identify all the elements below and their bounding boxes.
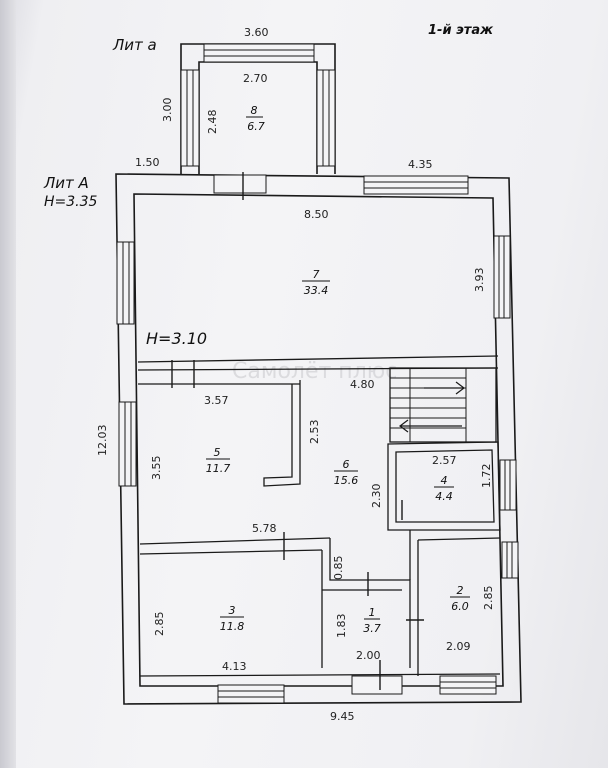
- annex-outer-wall: [180, 43, 336, 174]
- dim-3-93: 3.93: [473, 268, 486, 293]
- partition-3-1: [321, 538, 411, 668]
- partition-5-right: [263, 380, 301, 487]
- room-2-number: 2: [457, 584, 464, 597]
- room-label-5: 5 11.7: [206, 446, 231, 475]
- room-5-area: 11.7: [206, 462, 231, 475]
- height-outer-label: H=3.35: [44, 194, 98, 210]
- room-label-4: 4 4.4: [434, 474, 454, 503]
- room-8-area: 6.7: [247, 120, 265, 133]
- dim-2-85-right: 2.85: [482, 586, 495, 611]
- dim-2-30: 2.30: [370, 484, 383, 509]
- lit-a-small-label: Лит а: [112, 36, 157, 54]
- dim-1-83: 1.83: [335, 614, 348, 639]
- dim-3-60: 3.60: [244, 26, 269, 39]
- room-1-number: 1: [369, 606, 376, 619]
- dim-4-80: 4.80: [350, 378, 375, 391]
- room-label-2: 2 6.0: [450, 584, 470, 613]
- dim-1-72: 1.72: [480, 464, 493, 489]
- stair-arrow-icon: [399, 381, 465, 433]
- dim-3-57: 3.57: [204, 394, 229, 407]
- stair-block: [389, 367, 497, 443]
- stair-treads: [390, 368, 467, 442]
- dim-3-00: 3.00: [161, 98, 174, 123]
- room-5-number: 5: [214, 446, 221, 459]
- room-label-7: 7 33.4: [302, 268, 330, 297]
- door-marks: [171, 172, 424, 690]
- room-3-number: 3: [229, 604, 236, 617]
- room-4-area: 4.4: [435, 490, 453, 503]
- main-inner-wall: [133, 193, 504, 687]
- dim-8-50: 8.50: [304, 208, 329, 221]
- partition-1-2: [409, 530, 501, 676]
- dim-2-53: 2.53: [308, 420, 321, 445]
- room-label-3: 3 11.8: [220, 604, 245, 633]
- dim-2-70: 2.70: [243, 72, 268, 85]
- dim-2-85-left: 2.85: [153, 612, 166, 637]
- dim-4-13: 4.13: [222, 660, 247, 673]
- room-6-area: 15.6: [334, 474, 359, 487]
- dim-5-78: 5.78: [252, 522, 277, 535]
- room-3-area: 11.8: [220, 620, 245, 633]
- room-4-number: 4: [441, 474, 448, 487]
- room-4-walls: [387, 441, 501, 531]
- dim-2-09: 2.09: [446, 640, 471, 653]
- room-2-area: 6.0: [451, 600, 469, 613]
- room-1-area: 3.7: [363, 622, 381, 635]
- partition-7-bottom: [137, 355, 499, 363]
- floor-title: 1-й этаж: [428, 23, 494, 38]
- room-7-area: 33.4: [304, 284, 329, 297]
- room-7-number: 7: [313, 268, 320, 281]
- page-binding-edge: [0, 0, 16, 768]
- room-label-6: 6 15.6: [334, 458, 359, 487]
- windows: [116, 43, 519, 704]
- bottom-inner-wall: [139, 673, 501, 677]
- dim-0-85: 0.85: [332, 556, 345, 581]
- partition-5-3-inner: [139, 549, 323, 555]
- room-label-1: 1 3.7: [363, 606, 381, 635]
- lit-a-big-label: Лит А: [43, 174, 89, 192]
- dim-3-55: 3.55: [150, 456, 163, 481]
- room-8-number: 8: [251, 104, 258, 117]
- partition-5-3: [139, 537, 331, 545]
- dim-1-50: 1.50: [135, 156, 160, 169]
- room-6-number: 6: [343, 458, 350, 471]
- height-inner-label: H=3.10: [146, 329, 207, 348]
- watermark-text: Самолёт плюс: [232, 359, 397, 384]
- room-label-8: 8 6.7: [246, 104, 265, 133]
- dim-2-00: 2.00: [356, 649, 381, 662]
- dim-2-57: 2.57: [432, 454, 457, 467]
- dim-2-48: 2.48: [206, 110, 219, 135]
- dim-12-03: 12.03: [96, 425, 109, 457]
- dim-4-35: 4.35: [408, 158, 433, 171]
- dim-9-45: 9.45: [330, 710, 355, 723]
